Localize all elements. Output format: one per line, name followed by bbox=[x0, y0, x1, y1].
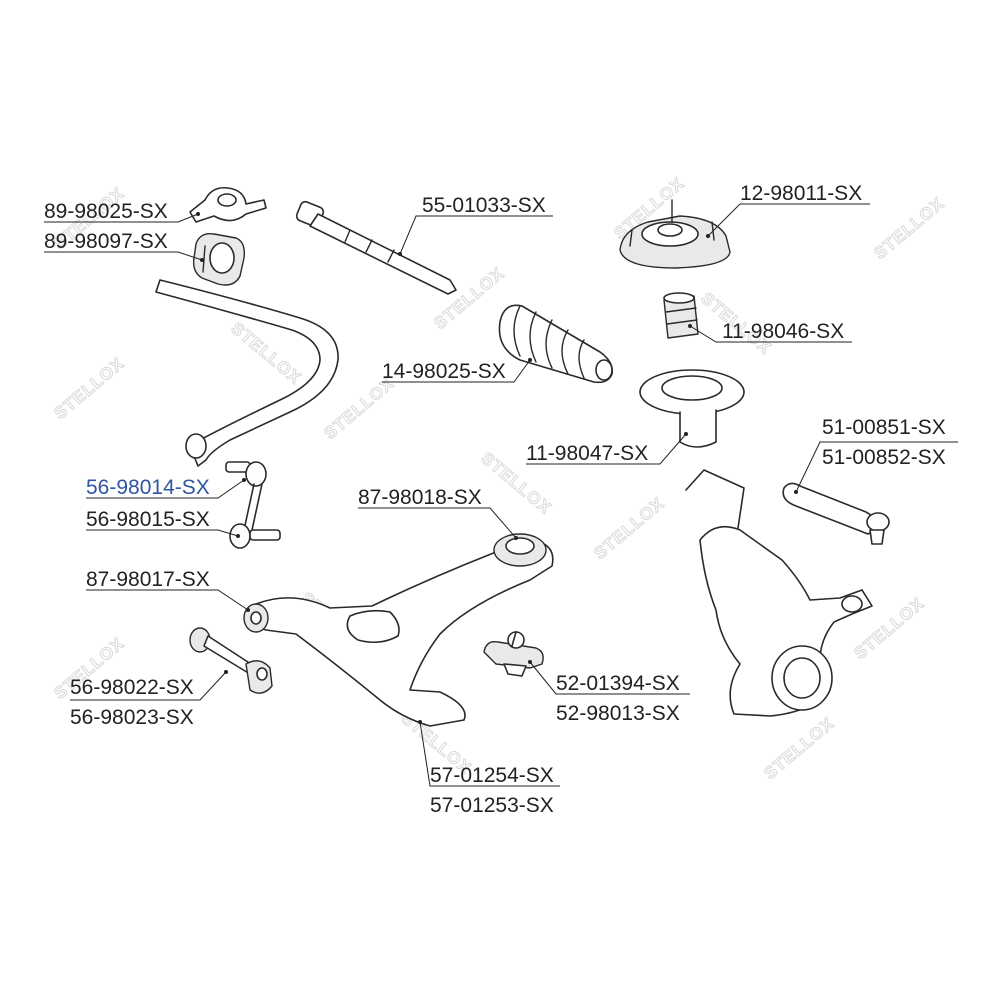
lower-control-arm-drawing bbox=[243, 533, 554, 727]
watermark-text: STELLOX bbox=[870, 194, 948, 263]
leader-dots bbox=[196, 212, 798, 724]
label-87-98017-sx: 87-98017-SX bbox=[86, 568, 210, 591]
label-56-98014-sx: 56-98014-SX bbox=[86, 476, 210, 499]
steering-boot-drawing bbox=[498, 304, 614, 384]
label-87-98018-sx: 87-98018-SX bbox=[358, 486, 482, 509]
control-arm-bushing-link-drawing bbox=[189, 627, 273, 694]
label-12-98011-sx: 12-98011-SX bbox=[740, 182, 862, 205]
leader-lines bbox=[44, 203, 958, 787]
label-55-01033-sx: 55-01033-SX bbox=[422, 194, 546, 217]
stabilizer-bushing-drawing bbox=[192, 233, 246, 286]
tie-rod-end-drawing bbox=[782, 482, 890, 545]
stabilizer-bracket-drawing bbox=[189, 186, 267, 223]
label-52-01394-sx: 52-01394-SX bbox=[556, 672, 680, 695]
label-57-01254-sx: 57-01254-SX bbox=[430, 764, 554, 787]
strut-mount-drawing bbox=[619, 199, 731, 269]
label-11-98046-sx: 11-98046-SX bbox=[722, 320, 844, 343]
label-56-98022-sx: 56-98022-SX bbox=[70, 676, 194, 699]
steering-knuckle-drawing bbox=[685, 469, 873, 717]
bump-stop-drawing bbox=[663, 292, 699, 339]
stabilizer-bar-drawing bbox=[155, 279, 339, 467]
ball-joint-drawing bbox=[483, 631, 544, 677]
part-labels: 89-98025-SX 89-98097-SX 55-01033-SX 12-9… bbox=[44, 182, 946, 817]
label-52-98013-sx: 52-98013-SX bbox=[556, 702, 680, 725]
watermark-text: STELLOX bbox=[320, 374, 398, 443]
watermark-text: STELLOX bbox=[430, 264, 508, 333]
label-51-00852-sx: 51-00852-SX bbox=[822, 446, 946, 469]
tie-rod-drawing bbox=[295, 200, 457, 295]
label-11-98047-sx: 11-98047-SX bbox=[526, 442, 648, 465]
label-57-01253-sx: 57-01253-SX bbox=[430, 794, 554, 817]
label-51-00851-sx: 51-00851-SX bbox=[822, 416, 946, 439]
watermark-text: STELLOX bbox=[50, 354, 128, 423]
label-89-98097-sx: 89-98097-SX bbox=[44, 230, 168, 253]
dust-boot-drawing bbox=[639, 369, 745, 448]
label-56-98023-sx: 56-98023-SX bbox=[70, 706, 194, 729]
watermark-text: STELLOX bbox=[760, 714, 838, 783]
watermark-text: STELLOX bbox=[590, 494, 668, 563]
label-89-98025-sx: 89-98025-SX bbox=[44, 200, 168, 223]
label-56-98015-sx: 56-98015-SX bbox=[86, 508, 210, 531]
label-14-98025-sx: 14-98025-SX bbox=[382, 360, 506, 383]
